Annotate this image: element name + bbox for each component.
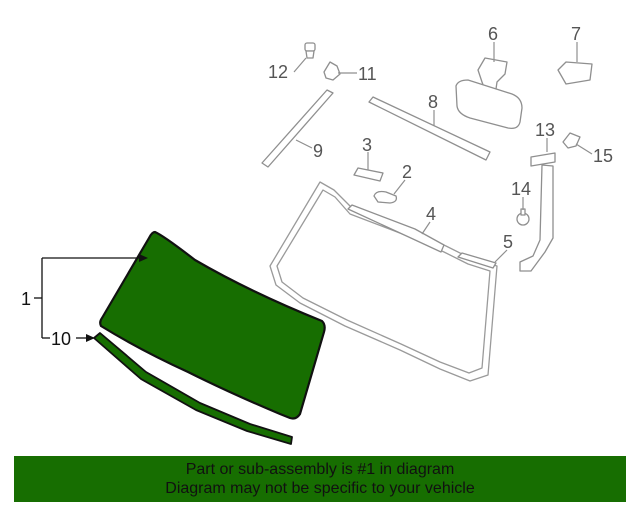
info-banner: Part or sub-assembly is #1 in diagram Di… (14, 456, 626, 502)
callout-15: 15 (593, 146, 613, 166)
windshield-glass-part-1 (99, 230, 326, 420)
trim-piece-part-5 (457, 252, 497, 269)
banner-line-1: Part or sub-assembly is #1 in diagram (185, 461, 455, 478)
moulding-part-4 (347, 204, 445, 253)
callout-8: 8 (428, 92, 438, 112)
bracket-part-11 (323, 61, 341, 81)
callout-4: 4 (426, 204, 436, 224)
retainer-part-2 (373, 190, 398, 204)
callout-12: 12 (268, 62, 288, 82)
lower-strip-part-10 (93, 332, 293, 445)
tape-pad-part-3 (353, 167, 384, 182)
callout-11: 11 (358, 64, 377, 84)
push-pin-part-14 (516, 208, 530, 226)
callout-13: 13 (535, 120, 555, 140)
banner-line-2: Diagram may not be specific to your vehi… (165, 480, 475, 497)
upper-moulding-part-8 (368, 96, 491, 161)
callout-10: 10 (51, 329, 71, 349)
callout-9: 9 (313, 141, 323, 161)
sensor-cover-part-7 (557, 61, 593, 85)
rearview-mirror-part-6 (455, 57, 523, 130)
callout-bracket-1-10 (34, 254, 148, 342)
callout-1: 1 (21, 289, 31, 309)
pillar-strip-part-9 (261, 89, 334, 168)
callout-14: 14 (511, 179, 531, 199)
callout-6: 6 (488, 24, 498, 44)
vertical-bracket-part-13 (519, 152, 556, 272)
parts-diagram: 1 10 2 3 4 5 6 7 8 9 11 12 13 14 15 (21, 24, 613, 445)
callout-5: 5 (503, 232, 513, 252)
callout-2: 2 (402, 162, 412, 182)
clip-part-15 (562, 132, 581, 149)
leader-lines (293, 42, 593, 263)
callout-7: 7 (571, 24, 581, 44)
callout-3: 3 (362, 135, 372, 155)
clip-part-12 (304, 42, 316, 59)
